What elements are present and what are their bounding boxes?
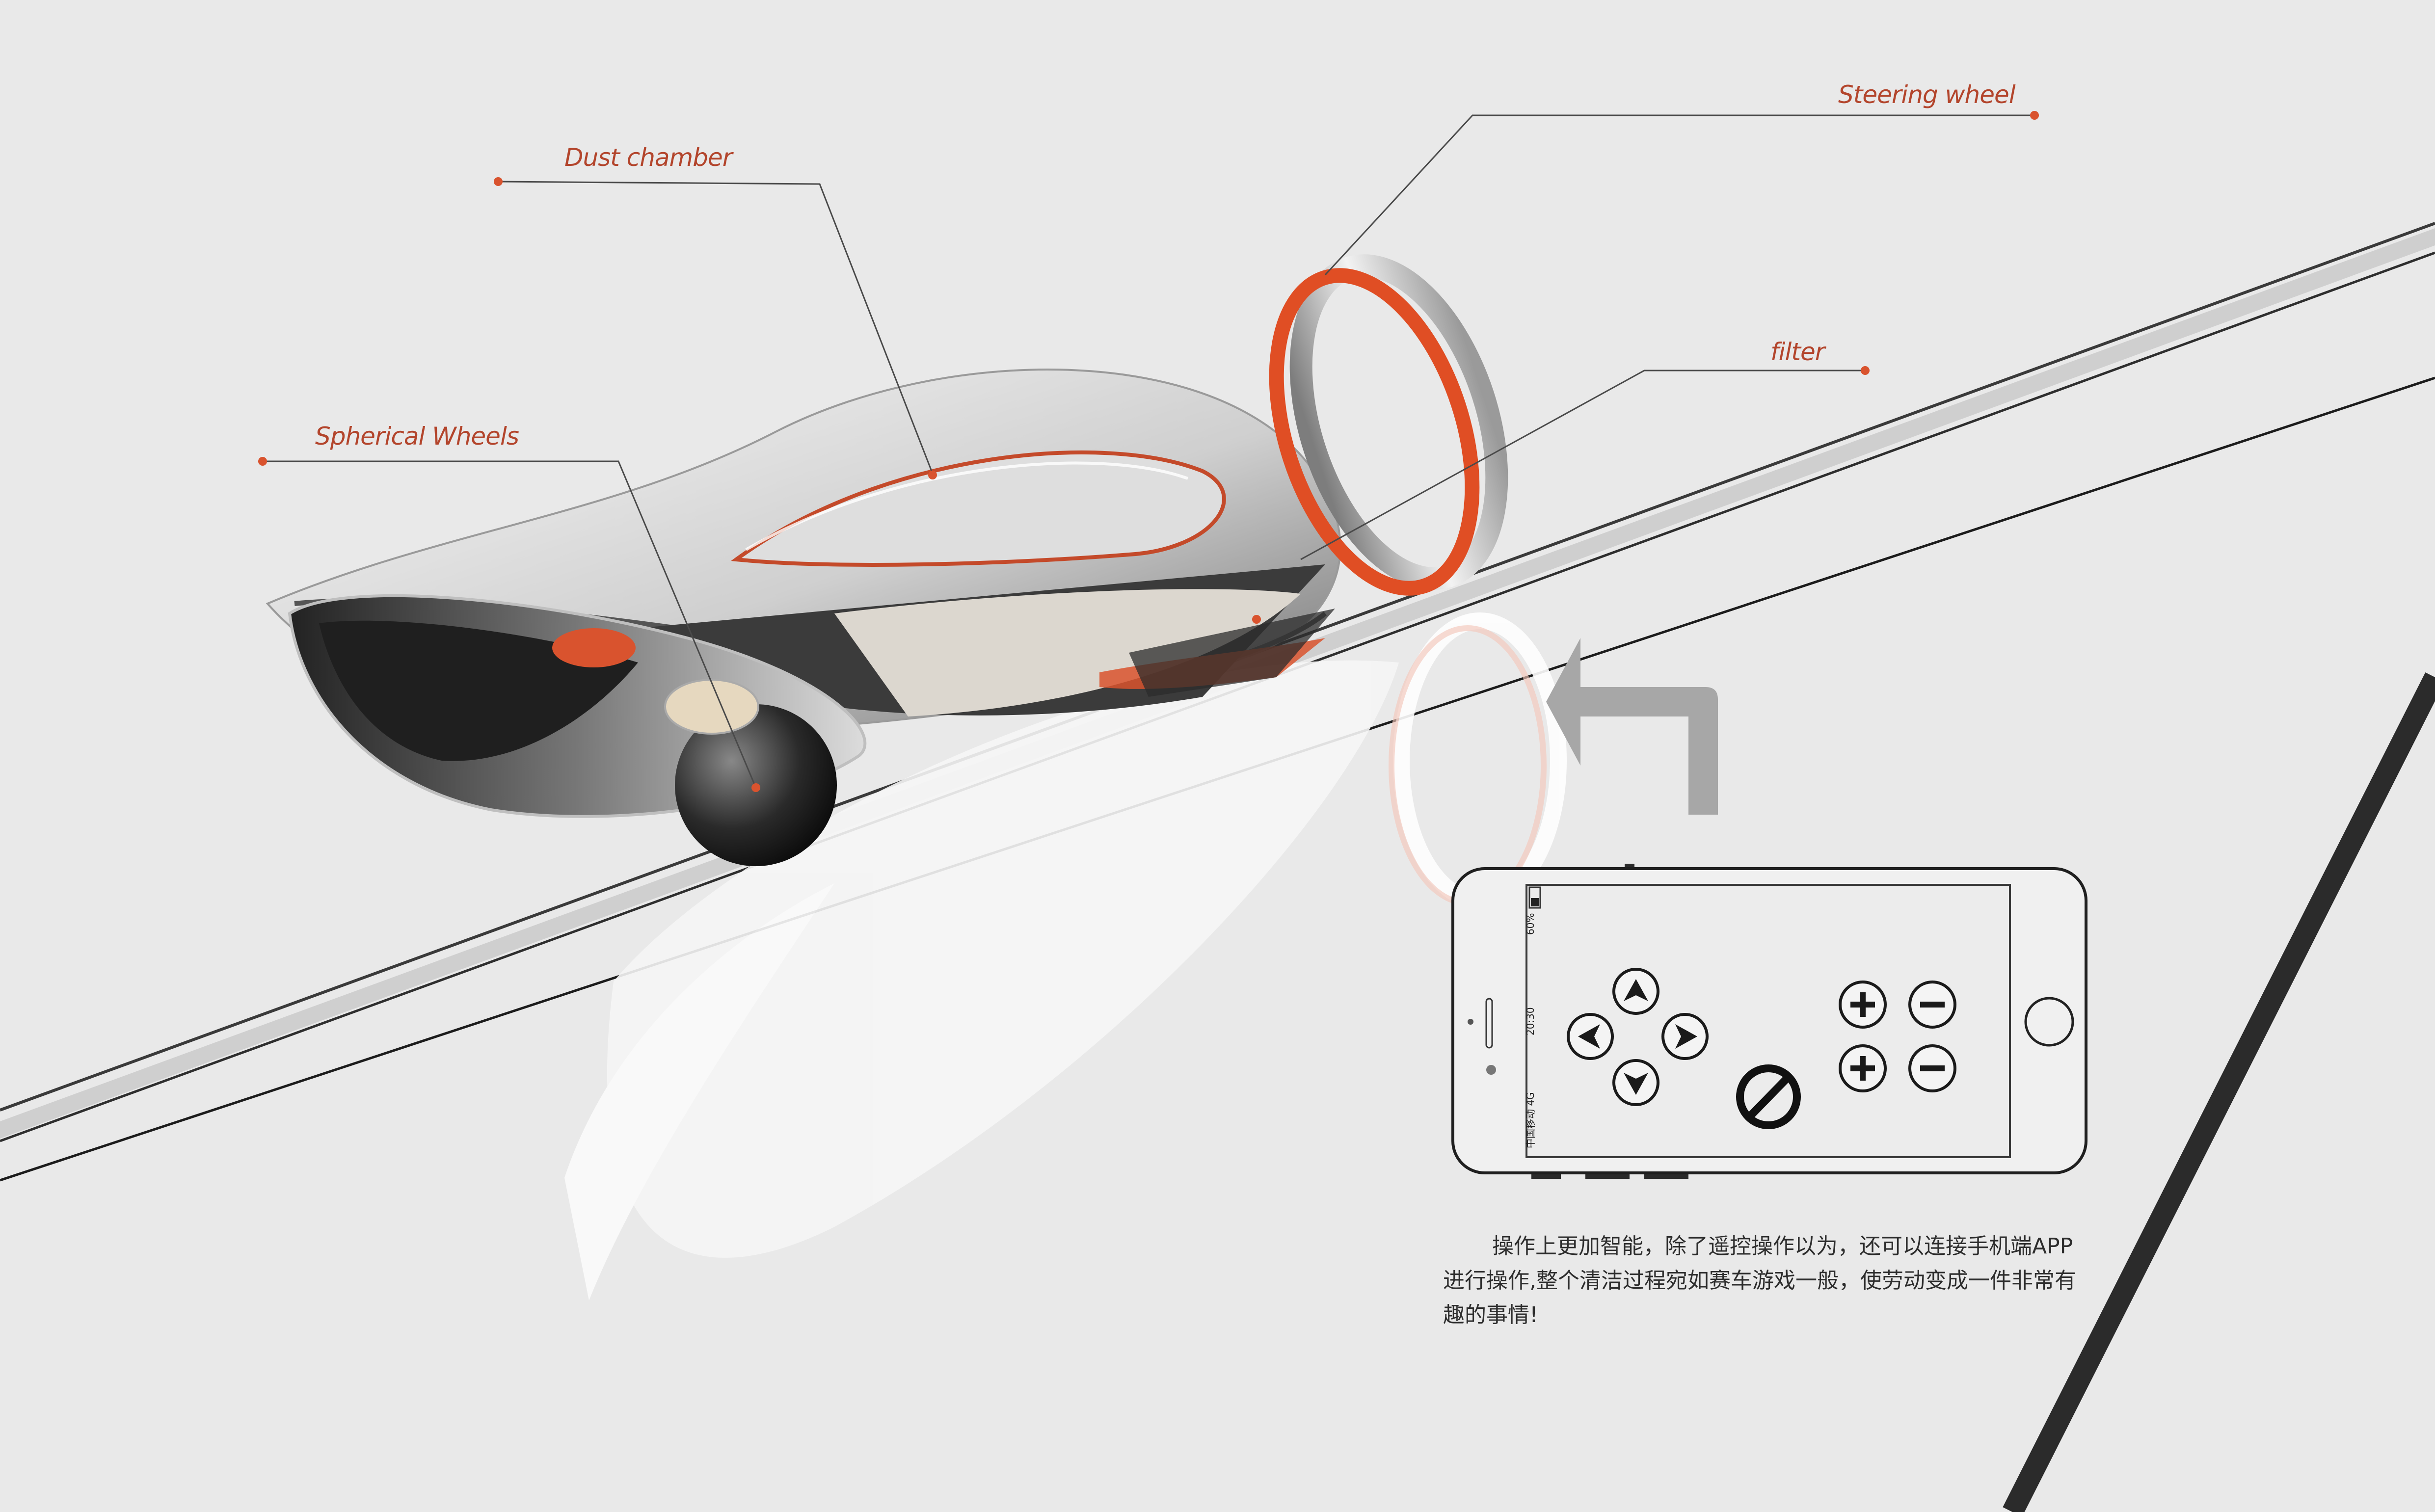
left-arrow-icon	[1578, 1024, 1600, 1049]
stop-button[interactable]	[1736, 1064, 1801, 1129]
dpad-right-button[interactable]	[1661, 1013, 1709, 1060]
minus-button-bottom[interactable]	[1908, 1044, 1956, 1092]
plus-button-top[interactable]	[1839, 981, 1887, 1029]
carrier-text: 中国移动 4G	[1525, 1092, 1536, 1148]
clock-text: 20:30	[1525, 1007, 1536, 1035]
phone-mockup	[1451, 864, 2087, 1179]
up-arrow-icon	[1624, 979, 1648, 1001]
right-arrow-icon	[1675, 1024, 1697, 1049]
plus-icon	[1850, 1056, 1875, 1081]
steering-ring	[1269, 254, 1508, 596]
dpad-up-button[interactable]	[1612, 968, 1659, 1015]
description-text: 操作上更加智能，除了遥控操作以为，还可以连接手机端APP进行操作,整个清洁过程宛…	[1443, 1234, 2076, 1327]
label-filter: filter	[1770, 338, 1825, 366]
plus-icon	[1850, 992, 1875, 1017]
label-spherical-wheels: Spherical Wheels	[315, 422, 519, 451]
dpad-down-button[interactable]	[1612, 1059, 1659, 1106]
label-dust-chamber: Dust chamber	[564, 143, 732, 172]
down-arrow-icon	[1624, 1073, 1648, 1095]
turn-arrow-icon	[1546, 638, 1718, 815]
callout-leaders	[263, 114, 2034, 788]
label-steering-wheel: Steering wheel	[1838, 80, 2016, 109]
battery-text: 60%	[1525, 913, 1536, 935]
stop-icon	[1736, 1064, 1801, 1129]
minus-button-top[interactable]	[1908, 981, 1956, 1029]
callout-dots	[258, 111, 2039, 792]
dpad-left-button[interactable]	[1567, 1013, 1614, 1060]
plus-button-bottom[interactable]	[1839, 1044, 1887, 1092]
